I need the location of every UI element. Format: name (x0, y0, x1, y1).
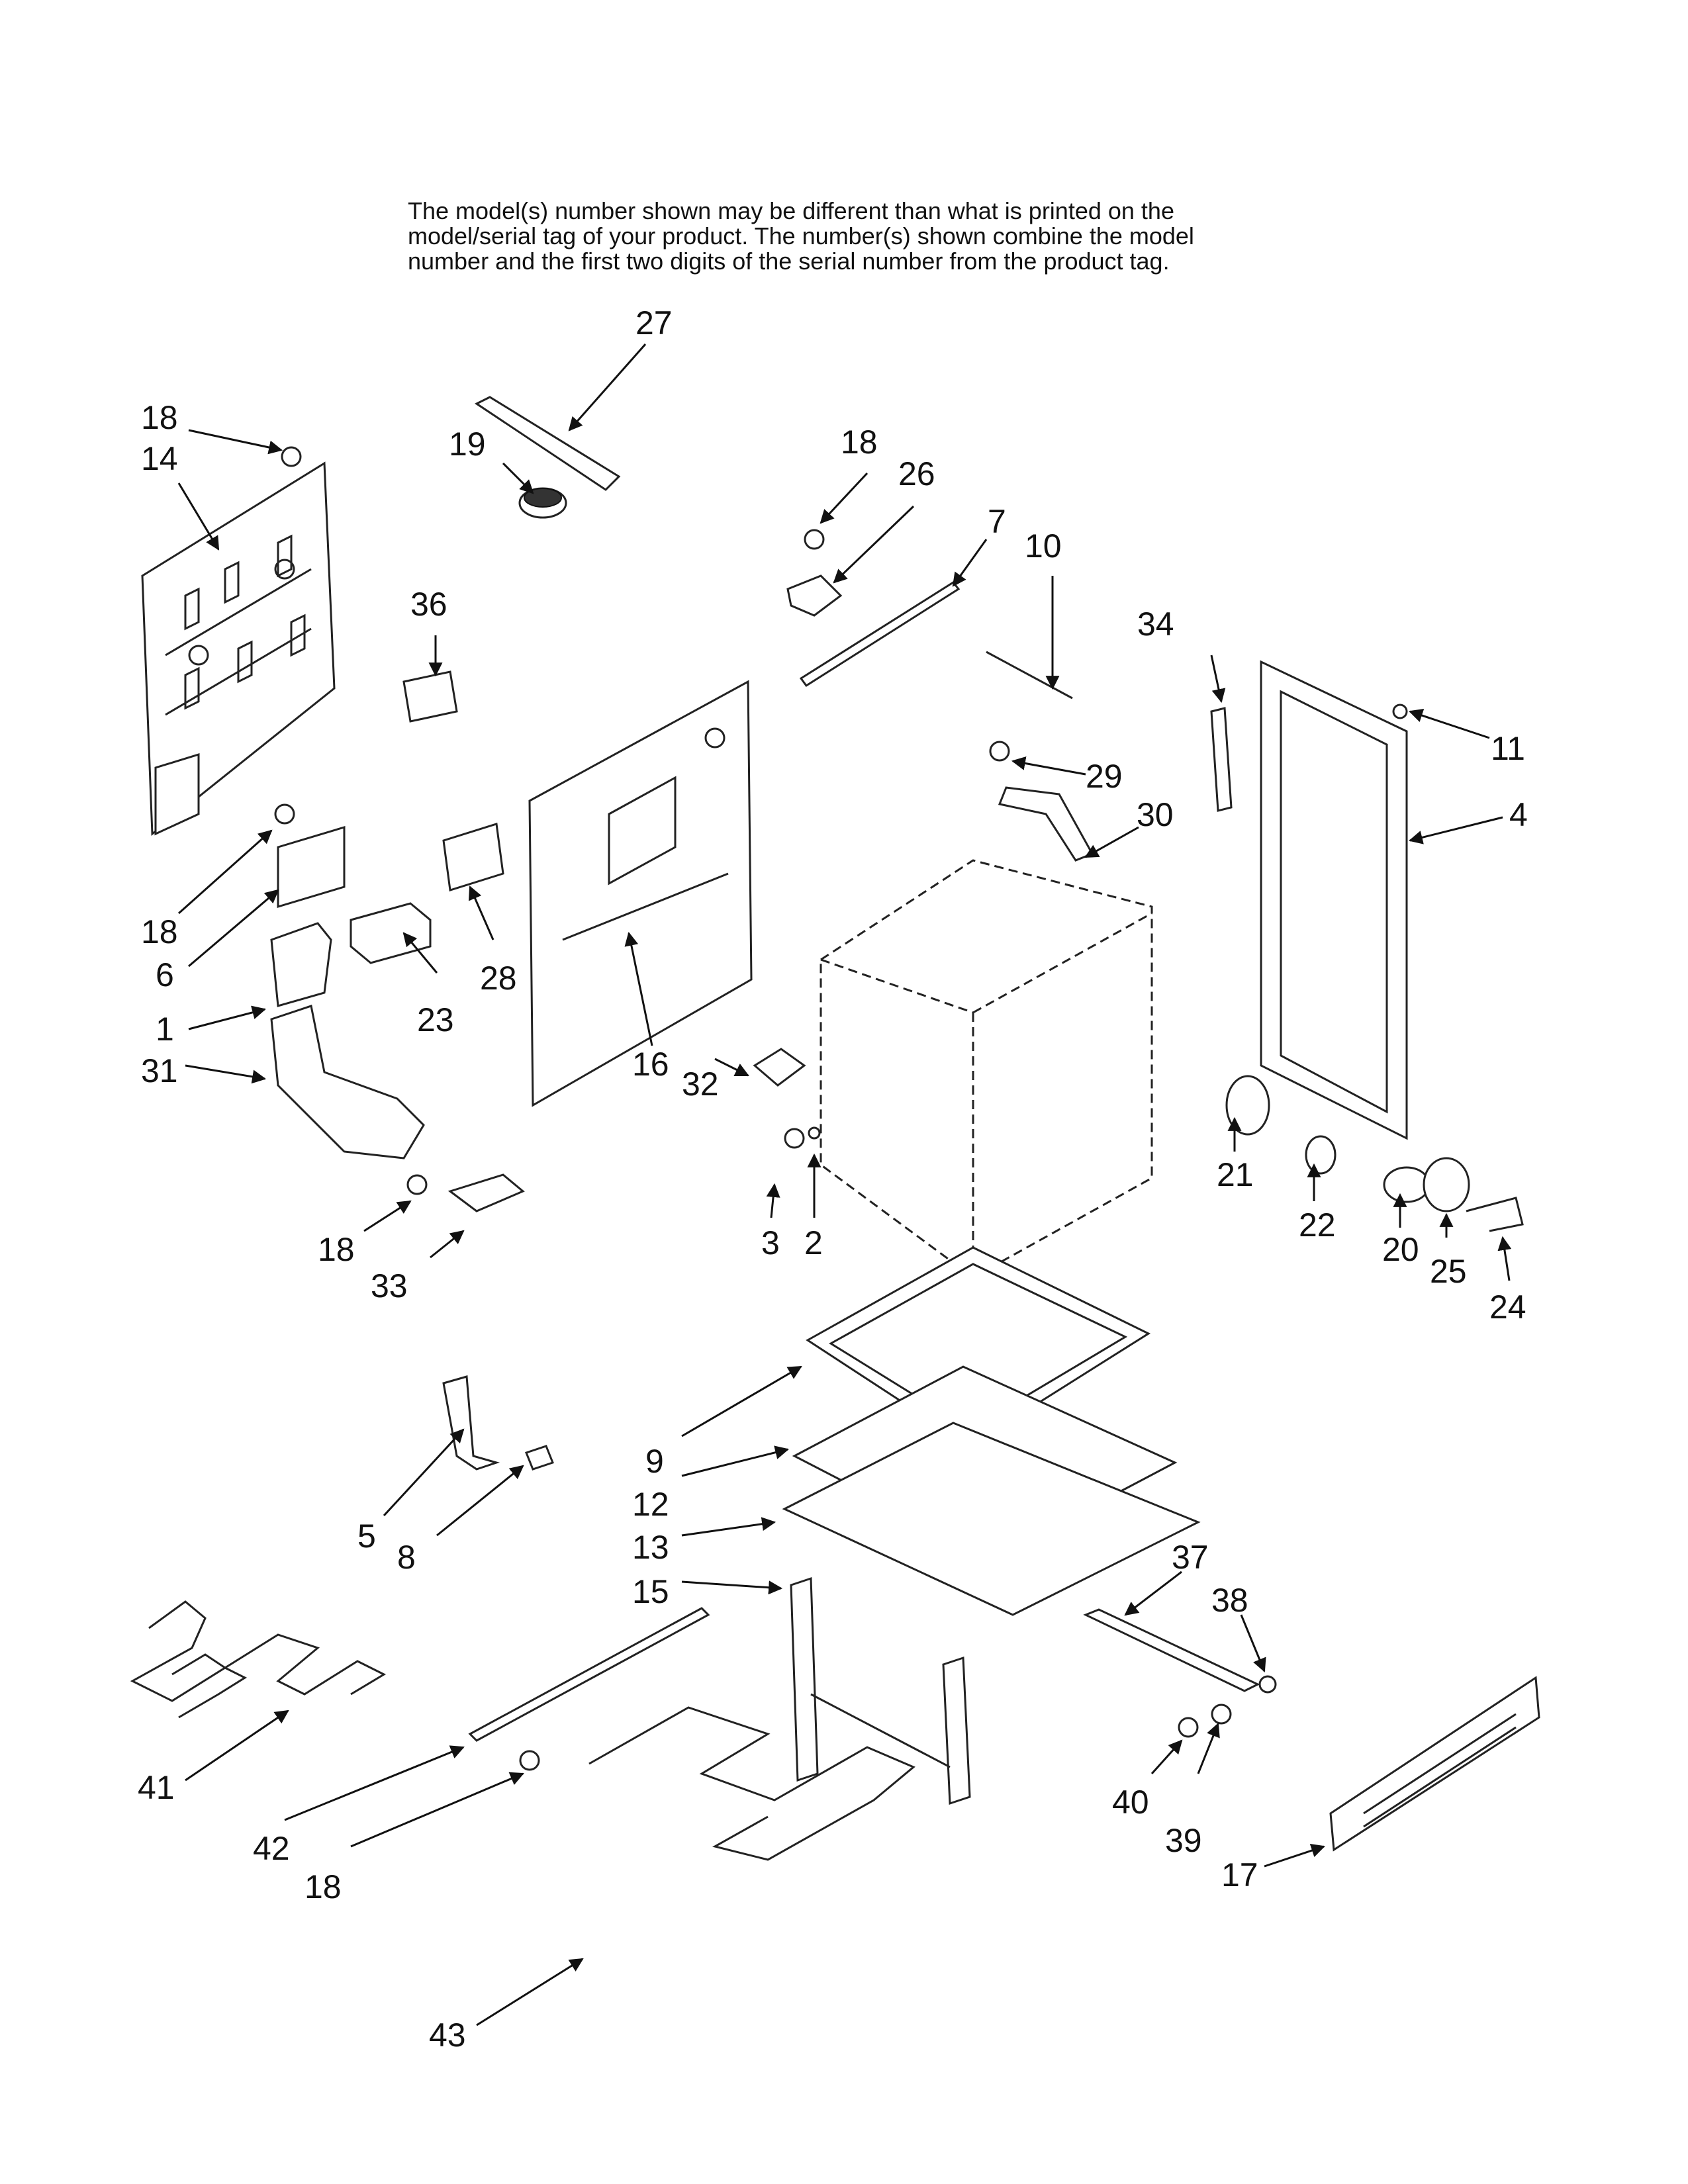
callout-1: 1 (156, 1011, 174, 1048)
disclaimer-line-1: The model(s) number shown may be differe… (408, 197, 1174, 224)
element-rail-part (468, 1607, 710, 1742)
washer-part (1211, 1704, 1232, 1725)
callout-21: 21 (1217, 1156, 1254, 1193)
callout-14: 14 (141, 440, 178, 477)
callout-36: 36 (410, 586, 447, 623)
bracket-part (442, 823, 504, 891)
mount-bracket-part (447, 1173, 525, 1212)
light-lens-part (1423, 1157, 1470, 1212)
light-socket-part (1305, 1135, 1336, 1175)
callout-18: 18 (318, 1231, 355, 1268)
screw-part (1178, 1717, 1199, 1738)
callout-19: 19 (449, 426, 486, 463)
callout-33: 33 (371, 1267, 408, 1304)
screw-18-part-a (281, 446, 302, 467)
callout-15: 15 (632, 1573, 669, 1610)
callout-24: 24 (1489, 1289, 1526, 1326)
callout-41: 41 (138, 1769, 175, 1806)
callout-43: 43 (429, 2017, 466, 2054)
gasket-plate-part (753, 1048, 806, 1087)
disclaimer-line-2: model/serial tag of your product. The nu… (408, 222, 1194, 250)
base-frame-part (790, 1576, 971, 1805)
light-housing-part (1225, 1075, 1270, 1136)
top-bracket-part (475, 396, 621, 491)
screw-18-part-c (804, 529, 825, 550)
oven-cavity-part (820, 859, 1153, 1279)
duct-part (270, 922, 332, 1007)
bake-element-part (130, 1600, 248, 1719)
callout-18: 18 (305, 1868, 342, 1905)
broil-element-part (588, 1706, 915, 1861)
callout-3: 3 (761, 1224, 780, 1261)
callout-2: 2 (804, 1224, 823, 1261)
vent-tube-part (270, 1005, 425, 1160)
callout-10: 10 (1025, 527, 1062, 565)
insulation-strip-part (1210, 707, 1233, 812)
nut-part (1258, 1675, 1277, 1694)
oven-side-panel-part (528, 680, 753, 1107)
callout-38: 38 (1211, 1582, 1248, 1619)
leader-lines (177, 343, 1512, 2026)
callout-12: 12 (632, 1486, 669, 1523)
bake-element-coil (171, 1633, 387, 1696)
callout-numbers: 18 14 27 19 18 26 7 10 34 11 4 29 30 36 … (138, 304, 1528, 2054)
callout-17: 17 (1221, 1856, 1258, 1893)
callout-11: 11 (1491, 730, 1525, 767)
latch-bracket-part (998, 786, 1094, 862)
retainer-clip-part (1466, 1197, 1524, 1232)
callout-29: 29 (1086, 758, 1123, 795)
door-frame-part (1260, 660, 1408, 1140)
callout-30: 30 (1137, 796, 1174, 833)
callout-8: 8 (397, 1539, 416, 1576)
callout-40: 40 (1112, 1784, 1149, 1821)
screw-3-part (784, 1128, 805, 1149)
rail-part (1083, 1608, 1260, 1692)
leveling-leg-part (525, 1445, 554, 1471)
small-bracket-part (402, 670, 458, 723)
callout-5: 5 (357, 1518, 376, 1555)
callout-25: 25 (1430, 1253, 1467, 1290)
callout-28: 28 (480, 960, 517, 997)
callout-37: 37 (1172, 1539, 1209, 1576)
callout-32: 32 (682, 1066, 719, 1103)
callout-27: 27 (635, 304, 673, 341)
switch-part (786, 574, 843, 617)
callout-23: 23 (417, 1001, 454, 1038)
callout-4: 4 (1509, 796, 1528, 833)
callout-16: 16 (632, 1046, 669, 1083)
callout-39: 39 (1165, 1822, 1202, 1859)
screw-18-part-b (274, 803, 295, 825)
callout-42: 42 (253, 1830, 290, 1867)
disclaimer-line-3: number and the first two digits of the s… (408, 248, 1170, 275)
rear-panel-part (141, 461, 336, 837)
shield-part (350, 902, 432, 964)
model-number-disclaimer: The model(s) number shown may be differe… (408, 199, 1335, 274)
light-bulb-part (1383, 1166, 1430, 1203)
callout-18: 18 (141, 399, 178, 436)
door-hinge-11-part (1392, 704, 1408, 719)
floor-plate-part (782, 1422, 1201, 1616)
callout-34: 34 (1137, 606, 1174, 643)
callout-9: 9 (645, 1443, 664, 1480)
rod-part (799, 581, 961, 688)
washer-2-part (808, 1126, 821, 1140)
vent-part (518, 487, 567, 519)
callout-31: 31 (141, 1052, 178, 1089)
screw-18-part-e (519, 1750, 540, 1771)
callout-22: 22 (1299, 1206, 1336, 1244)
sensor-probe-part (986, 651, 1073, 700)
leg-bracket-part (442, 1375, 500, 1471)
callout-26: 26 (898, 455, 935, 492)
callout-7: 7 (988, 503, 1006, 540)
callout-20: 20 (1382, 1231, 1419, 1268)
screw-18-part-d (406, 1174, 428, 1195)
screw-29-part (989, 741, 1010, 762)
kick-plate-part (1329, 1676, 1540, 1852)
callout-18: 18 (141, 913, 178, 950)
callout-13: 13 (632, 1529, 669, 1566)
callout-6: 6 (156, 956, 174, 993)
cover-plate-part (277, 825, 346, 909)
callout-18: 18 (841, 424, 878, 461)
